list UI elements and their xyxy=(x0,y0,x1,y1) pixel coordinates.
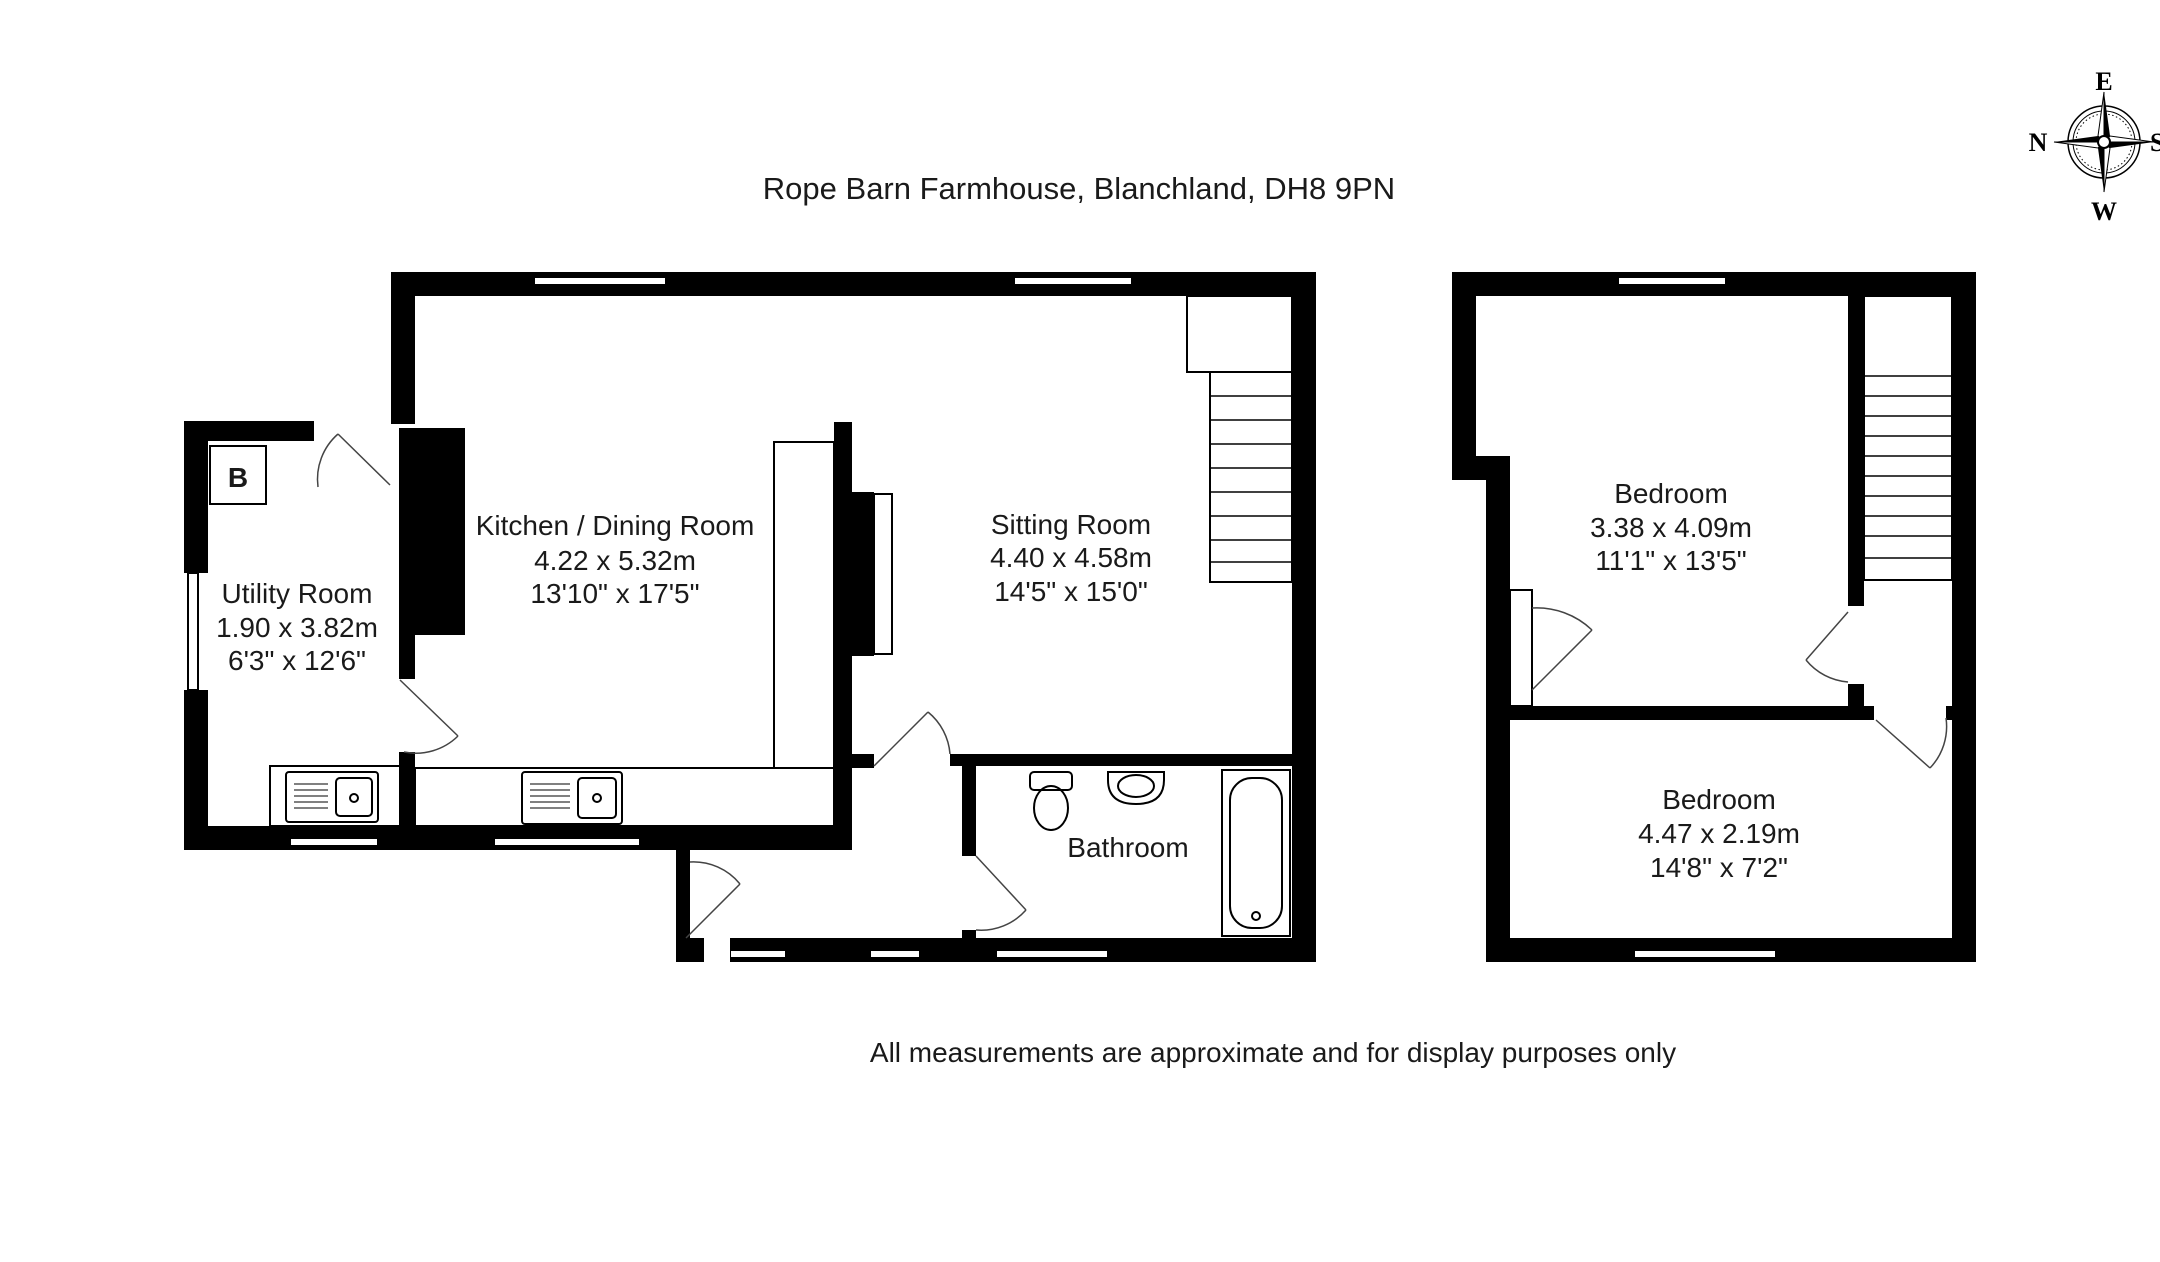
fireplace-wall xyxy=(852,492,874,656)
wall xyxy=(391,272,415,424)
boiler xyxy=(209,445,267,505)
wall xyxy=(184,690,208,850)
utility-worktop xyxy=(269,765,401,827)
wall xyxy=(1486,456,1510,962)
kitchen-name: Kitchen / Dining Room xyxy=(476,510,755,541)
wall xyxy=(834,754,874,768)
wardrobe xyxy=(1509,589,1533,707)
ground-floor: B xyxy=(184,272,1316,965)
window xyxy=(289,837,379,847)
wall xyxy=(1952,272,1976,962)
disclaimer-note: All measurements are approximate and for… xyxy=(870,1037,1676,1068)
compass-rose-icon xyxy=(2053,91,2155,193)
utility-sink xyxy=(285,771,379,823)
window xyxy=(869,949,921,959)
boiler-label: B xyxy=(228,462,248,493)
bathroom-name: Bathroom xyxy=(1067,832,1188,863)
bedroom2-name: Bedroom xyxy=(1662,784,1776,815)
compass-east-label: E xyxy=(2095,67,2112,96)
sitting-name: Sitting Room xyxy=(991,509,1151,540)
wall xyxy=(1848,684,1864,720)
staircase xyxy=(1186,295,1293,583)
window xyxy=(1013,276,1133,286)
wall xyxy=(834,422,852,850)
compass-north-label: N xyxy=(2029,128,2048,157)
window xyxy=(187,572,199,691)
wall xyxy=(184,421,208,573)
window xyxy=(995,949,1109,959)
wall xyxy=(1848,296,1864,606)
utility-metric: 1.90 x 3.82m xyxy=(216,612,378,643)
bathtub xyxy=(1221,769,1291,937)
wall xyxy=(676,826,690,962)
bedroom1-imperial: 11'1" x 13'5" xyxy=(1595,545,1746,576)
first-floor: Bedroom 3.38 x 4.09m 11'1" x 13'5" Bedro… xyxy=(1452,272,1976,962)
wall xyxy=(962,930,976,962)
window xyxy=(1617,276,1727,286)
window xyxy=(1633,949,1777,959)
wall xyxy=(391,272,1316,296)
basin xyxy=(1107,771,1165,806)
plan-title: Rope Barn Farmhouse, Blanchland, DH8 9PN xyxy=(763,171,1395,206)
chimney-breast xyxy=(399,428,465,635)
wall xyxy=(962,766,976,856)
wall xyxy=(1292,272,1316,962)
kitchen-metric: 4.22 x 5.32m xyxy=(534,545,696,576)
door xyxy=(685,883,741,939)
sitting-imperial: 14'5" x 15'0" xyxy=(994,576,1148,607)
staircase xyxy=(1863,295,1953,581)
window xyxy=(533,276,667,286)
door xyxy=(1805,611,1849,661)
wall xyxy=(1864,706,1874,720)
door xyxy=(1875,719,1931,769)
compass-west-label: W xyxy=(2091,197,2117,226)
sitting-metric: 4.40 x 4.58m xyxy=(990,542,1152,573)
compass-south-label: S xyxy=(2150,128,2160,157)
bedroom1-name: Bedroom xyxy=(1614,478,1728,509)
door xyxy=(873,711,929,767)
utility-imperial: 6'3" x 12'6" xyxy=(228,645,366,676)
door xyxy=(399,679,459,737)
wall xyxy=(1510,706,1870,720)
kitchen-worktop xyxy=(773,441,835,769)
kitchen-sink xyxy=(521,771,623,825)
door xyxy=(1531,629,1593,691)
bedroom2-metric: 4.47 x 2.19m xyxy=(1638,818,1800,849)
door xyxy=(975,855,1027,911)
wall xyxy=(950,754,1292,766)
bedroom2-imperial: 14'8" x 7'2" xyxy=(1650,852,1788,883)
window xyxy=(493,837,641,847)
wall xyxy=(184,421,314,441)
kitchen-worktop xyxy=(414,767,835,827)
utility-name: Utility Room xyxy=(222,578,373,609)
wall xyxy=(399,752,415,830)
wall xyxy=(1452,272,1476,480)
bedroom1-metric: 3.38 x 4.09m xyxy=(1590,512,1752,543)
fireplace-hearth xyxy=(873,493,893,655)
window xyxy=(729,949,787,959)
wall xyxy=(1946,706,1952,720)
wall xyxy=(399,635,415,679)
kitchen-imperial: 13'10" x 17'5" xyxy=(530,578,699,609)
door xyxy=(337,433,391,486)
toilet xyxy=(1029,771,1073,831)
